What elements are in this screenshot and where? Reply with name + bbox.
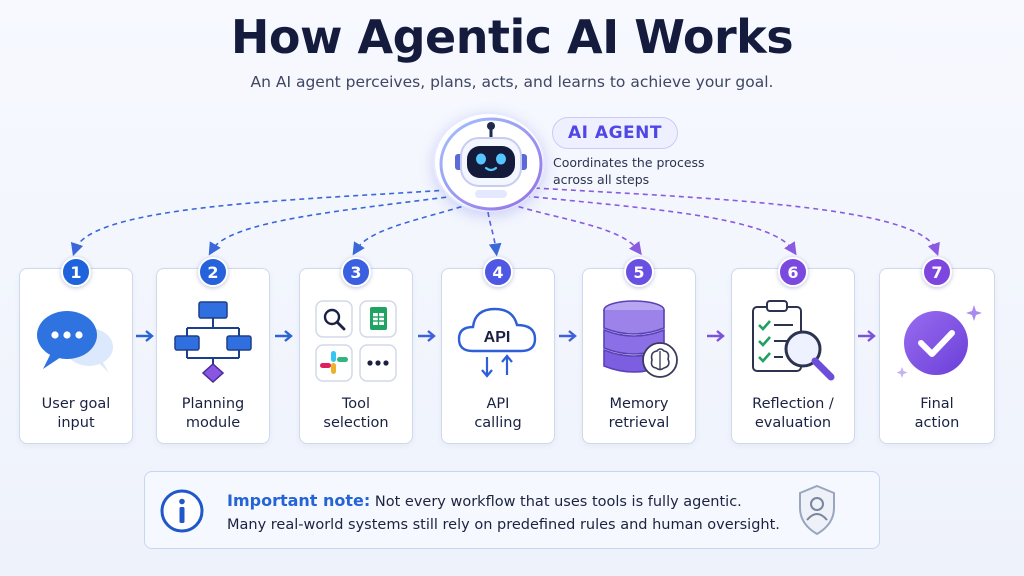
step-label-5: Memory retrieval bbox=[608, 396, 670, 431]
chat-bubbles-icon bbox=[37, 311, 113, 373]
step-label-1: User goal input bbox=[41, 396, 111, 431]
agent-description: Coordinates the process across all steps bbox=[553, 155, 705, 187]
tool-apps-icon bbox=[315, 300, 397, 382]
step-number-1: 1 bbox=[61, 257, 91, 287]
arrow-3-4 bbox=[418, 330, 436, 342]
step-number-2: 2 bbox=[198, 257, 228, 287]
step-number-3: 3 bbox=[341, 257, 371, 287]
step-card-user-goal: User goal input bbox=[19, 268, 133, 444]
step-card-tool-selection: Tool selection bbox=[299, 268, 413, 444]
note-line-1: Not every workflow that uses tools is fu… bbox=[374, 494, 742, 510]
note-text: Important note: Not every workflow that … bbox=[227, 489, 827, 537]
step-label-7: Final action bbox=[914, 396, 960, 431]
page-title: How Agentic AI Works bbox=[230, 10, 794, 64]
step-number-4: 4 bbox=[483, 257, 513, 287]
step-label-4: API calling bbox=[474, 396, 522, 431]
step-label-3: Tool selection bbox=[323, 396, 389, 431]
step-card-planning: Planning module bbox=[156, 268, 270, 444]
arrow-4-5 bbox=[559, 330, 577, 342]
step-label-6: Reflection / evaluation bbox=[752, 396, 834, 431]
arrow-2-3 bbox=[275, 330, 293, 342]
important-note: Important note: Not every workflow that … bbox=[144, 471, 880, 549]
step-card-reflection: Reflection / evaluation bbox=[731, 268, 855, 444]
connector-3 bbox=[352, 203, 471, 256]
connector-7 bbox=[534, 187, 940, 257]
sparkle-icon bbox=[966, 305, 982, 321]
connector-1 bbox=[70, 189, 449, 257]
agent-badge: AI AGENT bbox=[552, 117, 678, 149]
step-number-5: 5 bbox=[624, 257, 654, 287]
connector-6 bbox=[524, 195, 797, 256]
api-cloud-icon: API bbox=[457, 307, 537, 378]
step-card-final-action: Final action bbox=[879, 268, 995, 444]
flowchart-icon bbox=[174, 301, 252, 384]
arrow-5-6 bbox=[707, 330, 725, 342]
info-icon bbox=[160, 489, 204, 533]
robot-icon bbox=[439, 117, 543, 211]
agent-robot bbox=[433, 112, 545, 212]
note-line-2: Many real-world systems still rely on pr… bbox=[227, 517, 780, 533]
note-heading: Important note: bbox=[227, 491, 371, 510]
shield-user-icon bbox=[799, 484, 835, 536]
connector-2 bbox=[208, 195, 456, 256]
connector-4 bbox=[487, 211, 502, 257]
arrow-6-7 bbox=[858, 330, 876, 342]
database-brain-icon bbox=[603, 300, 678, 378]
brain-icon bbox=[650, 348, 670, 371]
search-icon bbox=[323, 308, 341, 326]
page-subtitle: An AI agent perceives, plans, acts, and … bbox=[250, 73, 774, 91]
connector-5 bbox=[509, 203, 642, 256]
step-number-7: 7 bbox=[922, 257, 952, 287]
step-card-memory: Memory retrieval bbox=[582, 268, 696, 444]
check-circle-icon bbox=[896, 305, 982, 378]
api-icon-text: API bbox=[484, 329, 511, 346]
clipboard-magnifier-icon bbox=[752, 300, 835, 381]
arrow-1-2 bbox=[136, 330, 154, 342]
step-number-6: 6 bbox=[778, 257, 808, 287]
step-card-api-calling: API API calling bbox=[441, 268, 555, 444]
step-label-2: Planning module bbox=[181, 396, 245, 431]
